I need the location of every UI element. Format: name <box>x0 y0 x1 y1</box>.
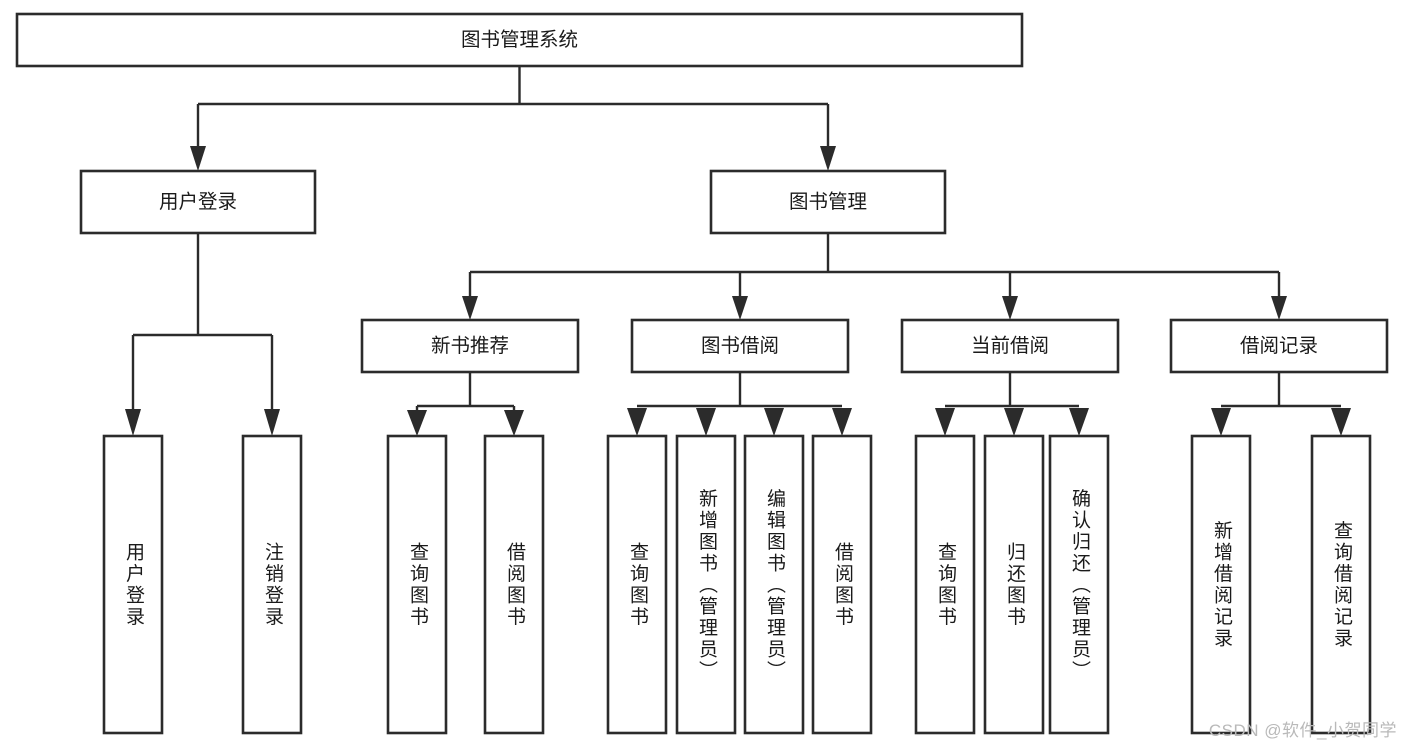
node-leaf-confirm-return-label: 确认归还（管理员） <box>1069 488 1091 682</box>
node-leaf-return-book-box[interactable] <box>983 434 1045 735</box>
node-leaf-query-book-3-box[interactable] <box>914 434 976 735</box>
node-leaf-confirm-return-box[interactable] <box>1048 434 1110 735</box>
node-leaf-query-book-1[interactable]: 查询图书 <box>386 434 448 735</box>
connector-group-root <box>190 66 836 171</box>
arrowhead-leaf-query-book-2 <box>627 408 647 436</box>
arrowhead-leaf-query-book-1 <box>407 410 427 436</box>
node-leaf-add-book[interactable]: 新增图书（管理员） <box>675 434 737 735</box>
arrowhead-leaf-add-record <box>1211 408 1231 436</box>
arrowhead-leaf-borrow-book-1 <box>504 410 524 436</box>
arrowhead-current-borrow <box>1002 296 1018 320</box>
node-new-book-recommend-label: 新书推荐 <box>431 335 509 357</box>
node-leaf-borrow-book-1-label: 借阅图书 <box>504 542 526 628</box>
connector-group-borrow-record <box>1211 372 1351 436</box>
node-leaf-user-login-box[interactable] <box>102 434 164 735</box>
node-leaf-query-book-2-box[interactable] <box>606 434 668 735</box>
arrowhead-book-manage <box>820 146 836 171</box>
node-leaf-query-book-3[interactable]: 查询图书 <box>914 434 976 735</box>
node-leaf-return-book[interactable]: 归还图书 <box>983 434 1045 735</box>
arrowhead-leaf-user-login <box>125 409 141 436</box>
node-leaf-query-record-label: 查询借阅记录 <box>1331 520 1353 649</box>
node-leaf-borrow-book-2-label: 借阅图书 <box>832 542 854 628</box>
node-leaf-add-record[interactable]: 新增借阅记录 <box>1190 434 1252 735</box>
arrowhead-leaf-return-book <box>1004 408 1024 436</box>
node-current-borrow-label: 当前借阅 <box>971 335 1049 357</box>
node-book-borrow-label: 图书借阅 <box>701 335 779 357</box>
node-leaf-borrow-book-1[interactable]: 借阅图书 <box>483 434 545 735</box>
node-leaf-query-record-box[interactable] <box>1310 434 1372 735</box>
arrowhead-leaf-borrow-book-2 <box>832 408 852 436</box>
node-leaf-query-book-3-label: 查询图书 <box>935 542 957 628</box>
arrowhead-leaf-logout-login <box>264 409 280 436</box>
node-leaf-logout-login-label: 注销登录 <box>262 542 284 628</box>
node-leaf-edit-book[interactable]: 编辑图书（管理员） <box>743 434 805 735</box>
node-book-manage-label: 图书管理 <box>789 191 867 213</box>
arrowhead-user-login <box>190 146 206 171</box>
node-leaf-add-record-box[interactable] <box>1190 434 1252 735</box>
node-borrow-record[interactable]: 借阅记录 <box>1169 318 1389 374</box>
node-borrow-record-label: 借阅记录 <box>1240 335 1318 357</box>
node-leaf-add-record-label: 新增借阅记录 <box>1211 520 1233 649</box>
node-leaf-user-login-label: 用户登录 <box>123 542 145 628</box>
node-leaf-logout-login-box[interactable] <box>241 434 303 735</box>
node-leaf-logout-login[interactable]: 注销登录 <box>241 434 303 735</box>
arrowhead-leaf-confirm-return <box>1069 408 1089 436</box>
node-leaf-return-book-label: 归还图书 <box>1004 542 1026 628</box>
node-leaf-query-book-2[interactable]: 查询图书 <box>606 434 668 735</box>
node-leaf-borrow-book-1-box[interactable] <box>483 434 545 735</box>
arrowhead-book-borrow <box>732 296 748 320</box>
connector-group-book-borrow <box>627 372 852 436</box>
connector-group-user-login <box>125 233 280 436</box>
arrowhead-leaf-edit-book <box>764 408 784 436</box>
node-new-book-recommend[interactable]: 新书推荐 <box>360 318 580 374</box>
node-leaf-borrow-book-2-box[interactable] <box>811 434 873 735</box>
node-book-borrow-box[interactable] <box>630 318 850 374</box>
arrowhead-borrow-record <box>1271 296 1287 320</box>
node-root-box[interactable] <box>15 12 1024 68</box>
connector-group-book-manage <box>462 233 1287 320</box>
arrowhead-leaf-add-book <box>696 408 716 436</box>
node-leaf-query-record[interactable]: 查询借阅记录 <box>1310 434 1372 735</box>
node-user-login-box[interactable] <box>79 169 317 235</box>
node-new-book-recommend-box[interactable] <box>360 318 580 374</box>
node-leaf-query-book-1-box[interactable] <box>386 434 448 735</box>
connector-group-new-book-recommend <box>407 372 524 436</box>
node-leaf-add-book-box[interactable] <box>675 434 737 735</box>
node-user-login[interactable]: 用户登录 <box>79 169 317 235</box>
node-user-login-label: 用户登录 <box>159 191 237 213</box>
node-current-borrow[interactable]: 当前借阅 <box>900 318 1120 374</box>
node-leaf-edit-book-label: 编辑图书（管理员） <box>764 488 786 682</box>
arrowhead-leaf-query-record <box>1331 408 1351 436</box>
watermark-text: CSDN @软件_小贺同学 <box>1208 721 1397 740</box>
node-borrow-record-box[interactable] <box>1169 318 1389 374</box>
node-leaf-query-book-2-label: 查询图书 <box>627 542 649 628</box>
node-leaf-user-login[interactable]: 用户登录 <box>102 434 164 735</box>
node-leaf-edit-book-box[interactable] <box>743 434 805 735</box>
node-book-manage[interactable]: 图书管理 <box>709 169 947 235</box>
arrowhead-new-book-recommend <box>462 296 478 320</box>
node-leaf-query-book-1-label: 查询图书 <box>407 542 429 628</box>
node-root[interactable]: 图书管理系统 <box>15 12 1024 68</box>
node-book-borrow[interactable]: 图书借阅 <box>630 318 850 374</box>
node-book-manage-box[interactable] <box>709 169 947 235</box>
node-leaf-borrow-book-2[interactable]: 借阅图书 <box>811 434 873 735</box>
node-current-borrow-box[interactable] <box>900 318 1120 374</box>
connector-group-current-borrow <box>935 372 1089 436</box>
arrowhead-leaf-query-book-3 <box>935 408 955 436</box>
node-leaf-add-book-label: 新增图书（管理员） <box>696 488 718 682</box>
node-root-label: 图书管理系统 <box>461 29 578 51</box>
node-leaf-confirm-return[interactable]: 确认归还（管理员） <box>1048 434 1110 735</box>
